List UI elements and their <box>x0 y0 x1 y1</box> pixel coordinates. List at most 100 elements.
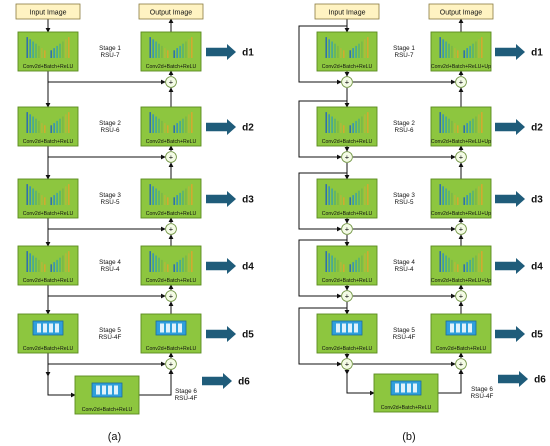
bar-glyph <box>358 190 360 205</box>
bar-glyph <box>478 253 480 272</box>
bar-glyph <box>59 43 61 58</box>
bar-glyph <box>62 41 64 58</box>
bar-glyph <box>325 112 327 133</box>
conv-block <box>316 178 378 219</box>
bar-glyph <box>445 255 447 272</box>
bar-glyph <box>340 195 342 205</box>
bar-glyph <box>325 251 327 272</box>
bar-glyph <box>26 251 28 272</box>
bar-glyph <box>50 125 52 133</box>
bar-glyph <box>439 184 441 205</box>
plus-symbol: + <box>169 78 174 87</box>
output-image-box <box>428 3 494 20</box>
rsu-type: RSU-4 <box>101 266 120 273</box>
bar-glyph <box>68 37 70 58</box>
sum-node <box>165 223 177 235</box>
bar-glyph <box>451 45 453 58</box>
bar-glyph <box>334 257 336 272</box>
blocks-layer: Input Image Output ImageConv2d+Batch+ReLU… <box>15 3 546 443</box>
sum-node <box>165 358 177 370</box>
bar-glyph <box>466 262 468 272</box>
output-arrow <box>206 119 236 135</box>
bar-glyph <box>454 48 456 58</box>
stage-number: Stage 2 <box>393 120 415 127</box>
bar-glyph <box>191 184 193 205</box>
bar-glyph <box>355 192 357 205</box>
output-arrow <box>206 44 236 60</box>
bar-glyph <box>59 257 61 272</box>
bar-glyph <box>38 259 40 272</box>
bar-glyph <box>352 195 354 205</box>
bar-glyph <box>152 114 154 133</box>
bar-glyph <box>466 195 468 205</box>
bar-glyph <box>26 112 28 133</box>
bar-glyph <box>149 37 151 58</box>
bar-glyph <box>367 37 369 58</box>
bar-glyph <box>179 45 181 58</box>
bar-glyph <box>191 112 193 133</box>
bar-glyph <box>41 48 43 58</box>
bar-glyph <box>65 186 67 205</box>
bar-glyph <box>152 186 154 205</box>
output-arrow <box>206 326 236 342</box>
rsu4f-cell <box>166 323 170 333</box>
rsu-type: RSU-4F <box>175 395 198 402</box>
bar-glyph <box>463 197 465 205</box>
bar-glyph <box>29 39 31 58</box>
bar-glyph <box>167 125 169 133</box>
output-arrow <box>495 258 525 274</box>
bar-glyph <box>355 120 357 133</box>
bar-glyph <box>337 259 339 272</box>
bar-glyph <box>62 255 64 272</box>
bar-glyph <box>158 43 160 58</box>
output-image-box-label: Output Image <box>440 9 483 16</box>
bar-glyph <box>173 125 175 133</box>
bar-glyph <box>32 188 34 205</box>
connector <box>298 307 347 367</box>
output-label: d2 <box>242 123 254 134</box>
input-image-box-label: Input Image <box>30 9 67 16</box>
bar-glyph <box>35 190 37 205</box>
bar-glyph <box>361 255 363 272</box>
bar-glyph <box>164 48 166 58</box>
conv-block-label: Conv2d+Batch+ReLU <box>23 64 74 70</box>
bar-glyph <box>445 116 447 133</box>
bar-glyph <box>478 39 480 58</box>
bar-glyph <box>349 125 351 133</box>
bar-glyph <box>475 116 477 133</box>
conv-block <box>316 245 378 286</box>
plus-symbol: + <box>169 153 174 162</box>
conv-block-label: Conv2d+Batch+ReLU <box>146 346 197 352</box>
stage-number: Stage 2 <box>99 120 121 127</box>
bar-glyph <box>328 253 330 272</box>
sum-node <box>341 76 353 88</box>
panel-caption: (a) <box>108 431 121 443</box>
bar-glyph <box>44 264 46 272</box>
bar-glyph <box>173 50 175 58</box>
bar-glyph <box>358 43 360 58</box>
rsu-type: RSU-5 <box>101 199 120 206</box>
bar-glyph <box>334 190 336 205</box>
bar-glyph <box>29 253 31 272</box>
plus-symbol: + <box>459 292 464 301</box>
bar-glyph <box>448 257 450 272</box>
bar-glyph <box>68 251 70 272</box>
conv-block <box>17 31 79 72</box>
bar-glyph <box>439 112 441 133</box>
connector <box>346 364 375 396</box>
output-label: d6 <box>534 375 546 386</box>
output-label: d1 <box>242 48 254 59</box>
bar-glyph <box>29 186 31 205</box>
bar-glyph <box>331 116 333 133</box>
output-label: d3 <box>242 195 254 206</box>
bar-glyph <box>182 118 184 133</box>
bar-glyph <box>343 50 345 58</box>
bar-glyph <box>179 120 181 133</box>
bar-glyph <box>451 120 453 133</box>
bar-glyph <box>176 262 178 272</box>
rsu4f-cell <box>348 323 352 333</box>
output-label: d4 <box>531 262 543 273</box>
bar-glyph <box>439 37 441 58</box>
bar-glyph <box>469 120 471 133</box>
bar-glyph <box>41 262 43 272</box>
